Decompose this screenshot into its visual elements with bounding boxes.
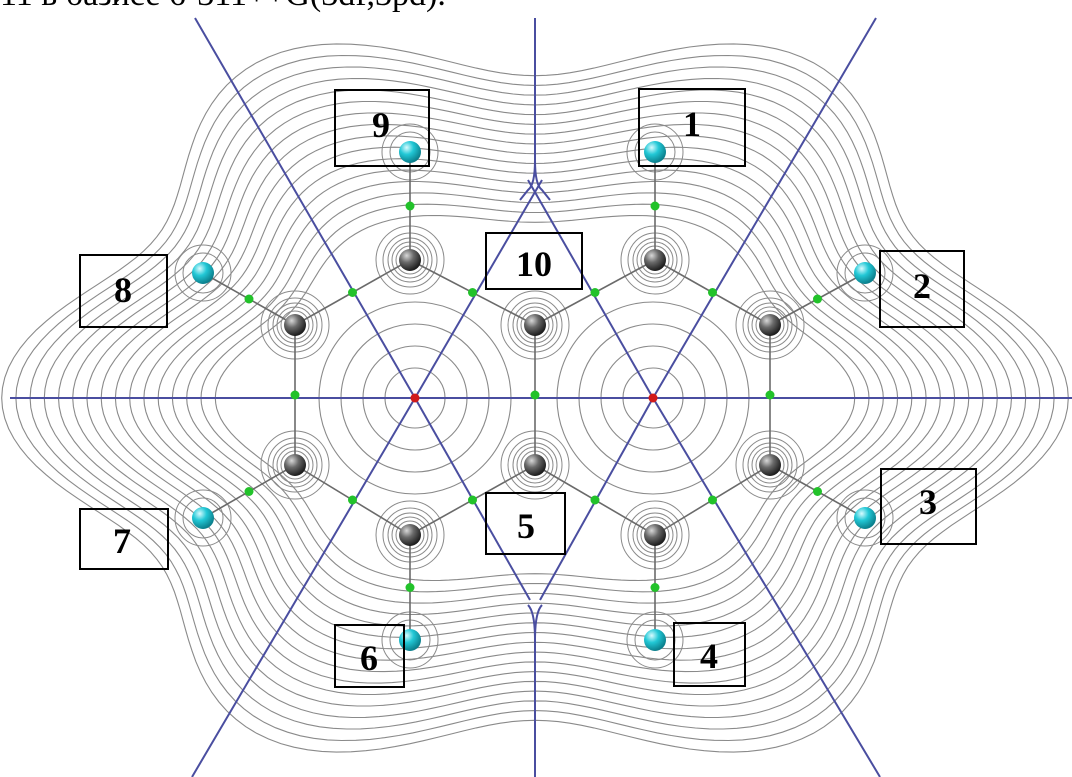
zero-flux-line [527, 179, 654, 399]
carbon-atom [284, 314, 306, 336]
hydrogen-atom [192, 507, 214, 529]
zero-flux-line [534, 604, 543, 777]
zero-flux-line [534, 18, 551, 201]
label-5: 5 [485, 492, 566, 555]
bond-critical-point [348, 288, 357, 297]
bond-critical-point [405, 583, 415, 592]
bond-critical-point [813, 294, 822, 304]
svg-text:3: 3 [919, 482, 937, 522]
bond-critical-point [708, 495, 717, 505]
hydrogen-atom [644, 141, 666, 163]
zero-flux-surface-lines [10, 17, 1072, 777]
carbon-atom [759, 314, 781, 336]
label-7: 7 [79, 508, 169, 570]
caption: 11 в базисе 6-311++G(3df,3pd). [0, 0, 1072, 12]
atoms [192, 141, 876, 651]
zero-flux-line [414, 179, 543, 399]
atom-contour [844, 252, 886, 294]
atom-contour [182, 252, 224, 294]
hydrogen-atom [854, 507, 876, 529]
bond-critical-point [348, 495, 357, 505]
svg-text:1: 1 [683, 104, 701, 144]
bond-critical-point [468, 288, 477, 297]
bond-critical-point [650, 583, 660, 592]
svg-text:9: 9 [372, 105, 390, 145]
atom-contour [174, 489, 232, 547]
atom-labels: 1 2 3 4 5 6 7 8 9 10 [79, 88, 977, 688]
label-1: 1 [638, 88, 746, 167]
atom-contour [182, 497, 224, 539]
bond-critical-point [530, 390, 540, 400]
bond-critical-point [765, 390, 775, 400]
carbon-atom [644, 249, 666, 271]
atom-contour [844, 497, 886, 539]
svg-text:4: 4 [700, 636, 718, 676]
bond-critical-point [590, 495, 600, 505]
bond-critical-point [405, 201, 415, 211]
bond-critical-point [650, 201, 660, 211]
bond-critical-point [590, 288, 600, 297]
svg-text:2: 2 [913, 266, 931, 306]
carbon-atom [644, 524, 666, 546]
bond-critical-point [290, 390, 300, 400]
label-2: 2 [879, 250, 965, 328]
label-9: 9 [334, 89, 430, 167]
svg-text:5: 5 [517, 506, 535, 546]
bond-critical-point [244, 294, 254, 304]
svg-text:7: 7 [113, 521, 131, 561]
hydrogen-atom [192, 262, 214, 284]
bond-critical-point [708, 288, 717, 297]
atom-contour [836, 244, 894, 302]
carbon-atom [759, 454, 781, 476]
carbon-atom [524, 314, 546, 336]
bond-critical-point [813, 487, 822, 496]
bond-critical-point [244, 487, 254, 496]
envelope-contour [1, 43, 1069, 753]
ring-critical-point [410, 393, 420, 403]
label-6: 6 [334, 624, 405, 688]
label-8: 8 [79, 254, 168, 328]
label-10: 10 [485, 232, 583, 290]
atom-contour [836, 489, 894, 547]
carbon-atom [399, 524, 421, 546]
ring-critical-points [410, 393, 658, 403]
carbon-atom [524, 454, 546, 476]
ring-critical-point [648, 393, 658, 403]
label-3: 3 [880, 468, 977, 545]
svg-text:6: 6 [360, 638, 378, 678]
bond-critical-points [244, 201, 822, 592]
label-4: 4 [673, 622, 746, 687]
hydrogen-atom [854, 262, 876, 284]
carbon-atom [399, 249, 421, 271]
hydrogen-atom [399, 141, 421, 163]
atom-contour [174, 244, 232, 302]
svg-text:10: 10 [516, 244, 552, 284]
carbon-atom [284, 454, 306, 476]
svg-text:8: 8 [114, 270, 132, 310]
bond-critical-point [468, 495, 477, 505]
hydrogen-atom [644, 629, 666, 651]
